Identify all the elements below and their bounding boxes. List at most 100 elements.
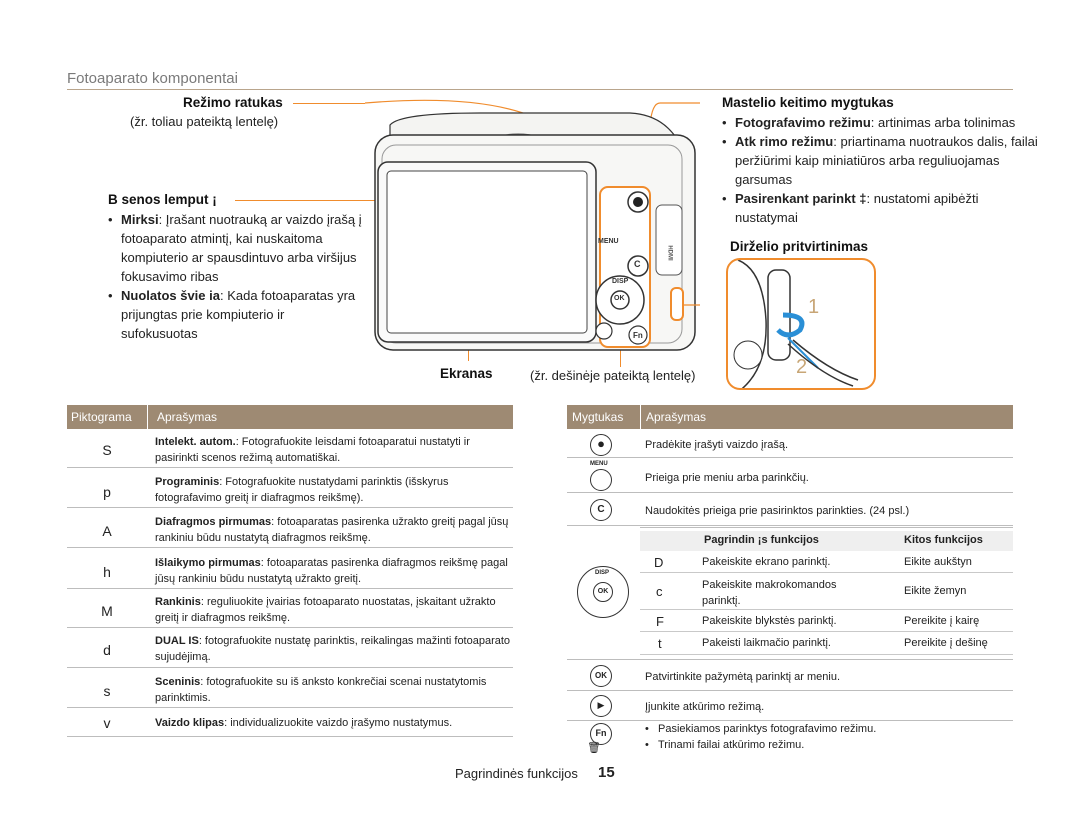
camera-hdmi-label: HDMI xyxy=(666,245,673,261)
right-header-desc: Aprašymas xyxy=(646,410,707,424)
camera-fn-label: Fn xyxy=(633,331,643,340)
mode-icon-movie: v xyxy=(103,715,111,731)
mode-dial-line xyxy=(293,103,365,104)
status-lamp-title: B senos lemput ¡ xyxy=(108,192,217,207)
left-header-divider xyxy=(147,405,148,429)
button-desc: Pradėkite įrašyti vaizdo įrašą. xyxy=(645,439,789,451)
section-title: Fotoaparato komponentai xyxy=(67,70,238,87)
nav-disp-label: DISP xyxy=(595,570,610,576)
nav-row: F Pakeiskite blykstės parinktį. Pereikit… xyxy=(640,611,1013,632)
mode-icon-smart-auto: S xyxy=(102,442,112,458)
nav-other: Eikite žemyn xyxy=(904,585,967,597)
table-row: s Sceninis: fotografuokite su iš anksto … xyxy=(67,672,513,708)
table-row: C Naudokitės prieiga prie pasirinktos pa… xyxy=(567,496,1013,526)
fn-button-icon: Fn xyxy=(590,723,612,745)
nav-row: c Pakeiskite makrokomandos parinktį. Eik… xyxy=(640,574,1013,610)
right-header-button: Mygtukas xyxy=(572,410,624,424)
camera-ok-label: OK xyxy=(614,295,625,302)
button-panel-line xyxy=(620,345,621,367)
table-row: v Vaizdo klipas: individualizuokite vaiz… xyxy=(67,711,513,737)
strap-step-1: 1 xyxy=(808,296,820,318)
table-row: MENU Prieiga prie meniu arba parinkčių. xyxy=(567,461,1013,493)
footer-label: Pagrindinės funkcijos xyxy=(455,766,578,781)
nav-header-basic: Pagrindin ¡s funkcijos xyxy=(704,534,819,546)
table-row: d DUAL IS: fotografuokite nustatę parink… xyxy=(67,631,513,668)
fn-desc: Pasiekiamos parinktys fotografavimo reži… xyxy=(645,721,876,753)
mode-icon-program: p xyxy=(103,484,111,500)
table-row: ▶ Įjunkite atkūrimo režimą. xyxy=(567,693,1013,721)
mode-desc: Rankinis: reguliuokite įvairias fotoapar… xyxy=(155,596,496,624)
table-row: A Diafragmos pirmumas: fotoaparatas pasi… xyxy=(67,512,513,548)
mode-desc: Diafragmos pirmumas: fotoaparatas pasire… xyxy=(155,516,509,544)
button-desc: Naudokitės prieiga prie pasirinktos pari… xyxy=(645,505,910,517)
left-header-desc: Aprašymas xyxy=(157,410,218,424)
nav-dial-icon: DISP OK xyxy=(577,566,629,618)
mode-desc: Vaizdo klipas: individualizuokite vaizdo… xyxy=(155,717,453,729)
status-lamp-item-1: Mirksi: Įrašant nuotrauką ar vaizdo įraš… xyxy=(108,210,363,286)
zoom-list: Fotografavimo režimu: artinimas arba tol… xyxy=(722,113,1042,227)
zoom-item-1: Fotografavimo režimu: artinimas arba tol… xyxy=(722,113,1042,132)
nav-key-flash: F xyxy=(656,614,664,629)
right-table-note: (žr. dešinėje pateiktą lentelę) xyxy=(530,368,696,383)
table-row: ● Pradėkite įrašyti vaizdo įrašą. xyxy=(567,432,1013,458)
left-table-header: Piktograma Aprašymas xyxy=(67,405,513,429)
mode-desc: Programinis: Fotografuokite nustatydami … xyxy=(155,476,449,504)
nav-row: t Pakeisti laikmačio parinktį. Pereikite… xyxy=(640,633,1013,655)
nav-key-timer: t xyxy=(658,636,662,651)
button-desc: Patvirtinkite pažymėtą parinktį ar meniu… xyxy=(645,671,841,683)
table-row: S Intelekt. autom.: Fotografuokite leisd… xyxy=(67,432,513,468)
mode-dial-sub: (žr. toliau pateiktą lentelę) xyxy=(130,114,279,129)
table-row: Fn 🗑 Pasiekiamos parinktys fotografavimo… xyxy=(567,721,1013,757)
strap-title: Dirželio pritvirtinimas xyxy=(730,239,869,254)
strap-illustration xyxy=(733,260,859,388)
strap-inset xyxy=(726,258,876,390)
playback-button-icon: ▶ xyxy=(590,695,612,717)
table-row: p Programinis: Fotografuokite nustatydam… xyxy=(67,472,513,508)
strap-step-2: 2 xyxy=(796,356,808,378)
button-desc: Įjunkite atkūrimo režimą. xyxy=(645,701,765,713)
nav-basic: Pakeisti laikmačio parinktį. xyxy=(702,637,831,649)
title-rule xyxy=(67,89,1013,90)
mode-icon-manual: M xyxy=(101,603,113,619)
custom-button-icon: C xyxy=(590,499,612,521)
right-header-divider xyxy=(640,405,641,429)
nav-other: Pereikite į kairę xyxy=(904,615,980,627)
status-lamp-item-2: Nuolatos švie ia: Kada fotoaparatas yra … xyxy=(108,286,363,343)
nav-row: D Pakeiskite ekrano parinktį. Eikite auk… xyxy=(640,552,1013,573)
nav-basic: Pakeiskite ekrano parinktį. xyxy=(702,556,831,568)
mode-icon-aperture: A xyxy=(102,523,112,539)
button-desc: Prieiga prie meniu arba parinkčių. xyxy=(645,472,809,484)
table-row: h Išlaikymo pirmumas: fotoaparatas pasir… xyxy=(67,553,513,589)
ok-button-icon: OK xyxy=(590,665,612,687)
zoom-item-2: Atk rimo režimu: priartinama nuotraukos … xyxy=(722,132,1042,189)
camera-illustration xyxy=(364,99,700,351)
mode-desc: Intelekt. autom.: Fotografuokite leisdam… xyxy=(155,436,470,464)
nav-other: Pereikite į dešinę xyxy=(904,637,988,649)
camera-c-label: C xyxy=(634,259,641,269)
nav-key-macro: c xyxy=(656,584,663,599)
record-button-icon: ● xyxy=(590,434,612,456)
camera-menu-label: MENU xyxy=(598,238,619,245)
fn-item: Pasiekiamos parinktys fotografavimo reži… xyxy=(645,721,876,737)
zoom-title: Mastelio keitimo mygtukas xyxy=(722,95,894,110)
menu-button-label: MENU xyxy=(590,461,608,467)
right-table-header: Mygtukas Aprašymas xyxy=(567,405,1013,429)
nav-other: Eikite aukštyn xyxy=(904,556,972,568)
nav-table-header: Pagrindin ¡s funkcijos Kitos funkcijos xyxy=(640,531,1013,551)
zoom-item-3: Pasirenkant parinkt ‡: nustatomi apibėžt… xyxy=(722,189,1042,227)
screen-title: Ekranas xyxy=(440,366,493,381)
status-lamp-list: Mirksi: Įrašant nuotrauką ar vaizdo įraš… xyxy=(108,210,363,343)
nav-header-other: Kitos funkcijos xyxy=(904,534,983,546)
mode-dial-title: Režimo ratukas xyxy=(183,95,283,110)
mode-desc: DUAL IS: fotografuokite nustatę parinkti… xyxy=(155,635,511,663)
trash-icon: 🗑 xyxy=(587,742,601,754)
camera-disp-label: DISP xyxy=(612,278,629,285)
fn-item: Trinami failai atkūrimo režimu. xyxy=(645,737,876,753)
table-row: OK Patvirtinkite pažymėtą parinktį ar me… xyxy=(567,662,1013,691)
mode-desc: Sceninis: fotografuokite su iš anksto ko… xyxy=(155,676,487,704)
nav-section-rule xyxy=(567,659,1013,660)
nav-table-top-rule xyxy=(640,527,1013,528)
left-header-icon: Piktograma xyxy=(71,410,132,424)
mode-icon-scene: s xyxy=(103,683,111,699)
page-number: 15 xyxy=(598,764,615,781)
